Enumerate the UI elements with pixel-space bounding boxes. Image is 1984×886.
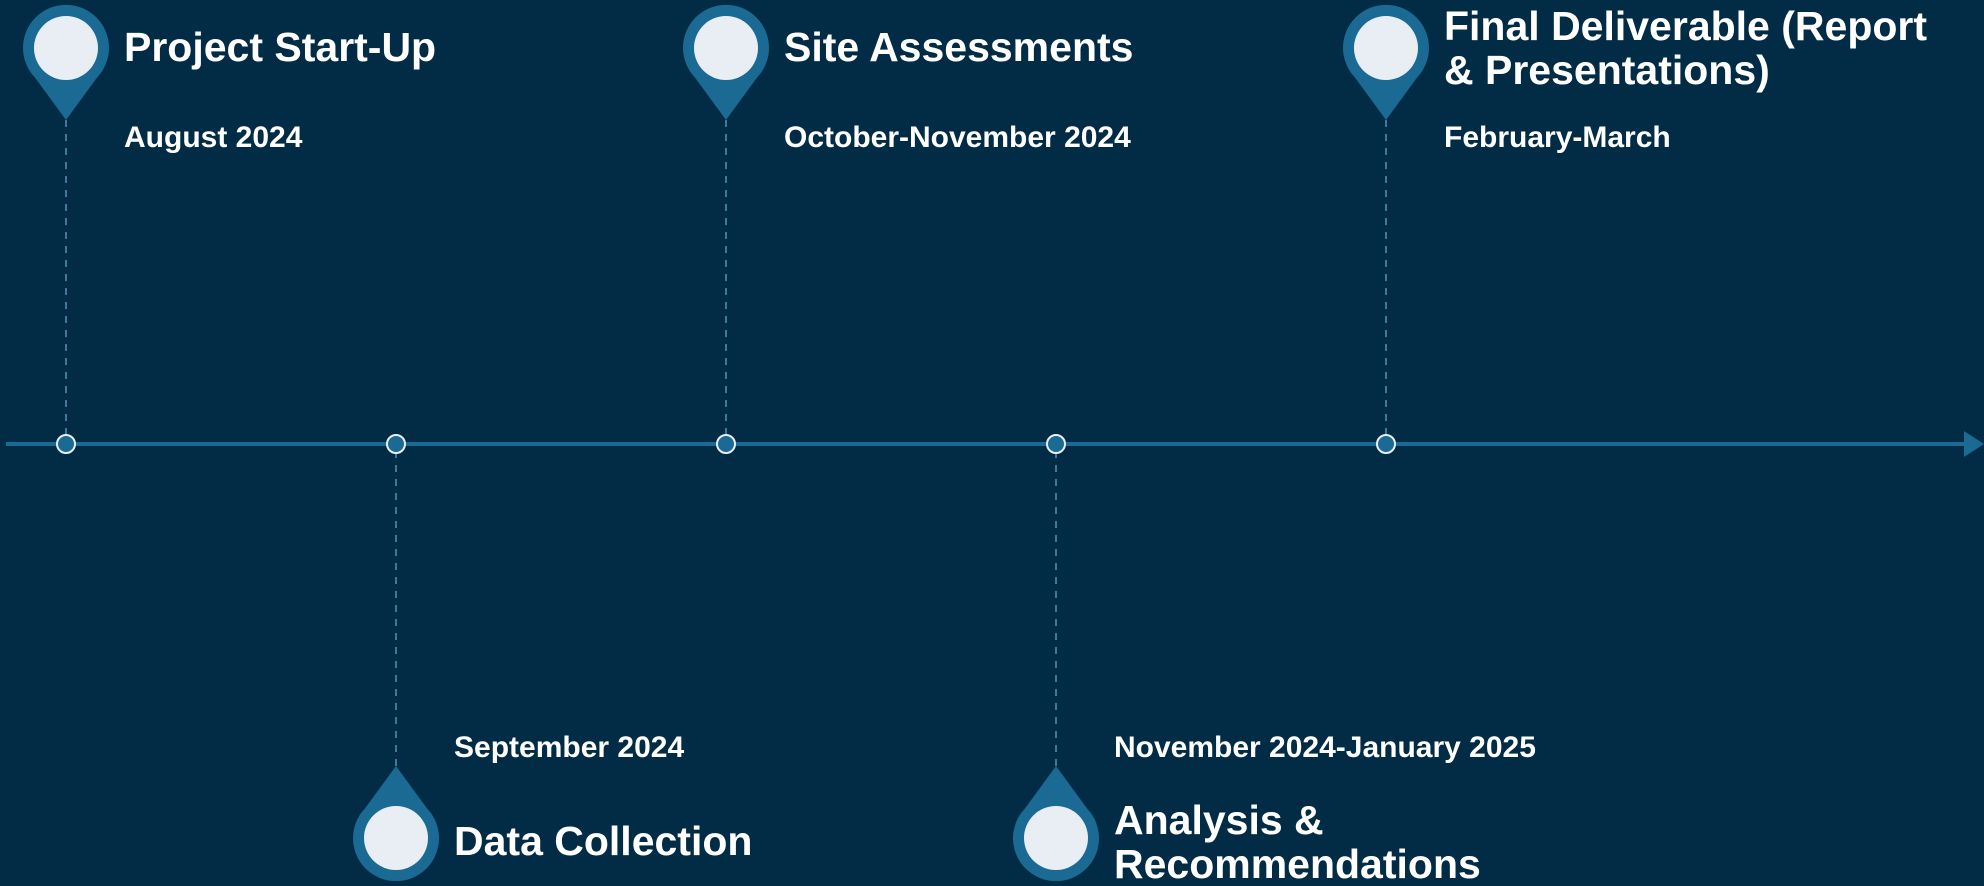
milestone-date-4: November 2024-January 2025	[1114, 731, 1536, 764]
milestone-date-1: August 2024	[124, 121, 303, 154]
milestone-title-line: & Presentations)	[1444, 47, 1770, 93]
timeline-dot-5	[1376, 434, 1396, 454]
milestone-title-2: Data Collection	[454, 819, 752, 863]
timeline-dot-2	[386, 434, 406, 454]
milestone-title-5: Final Deliverable (Report& Presentations…	[1444, 4, 1927, 92]
pin-face-4	[1024, 806, 1088, 870]
pin-face-2	[364, 806, 428, 870]
pin-face-1	[34, 16, 98, 80]
timeline-dot-1	[56, 434, 76, 454]
milestone-date-3: October-November 2024	[784, 121, 1131, 154]
pin-face-5	[1354, 16, 1418, 80]
milestone-title-line: Analysis &	[1114, 797, 1324, 843]
milestone-title-3: Site Assessments	[784, 25, 1133, 69]
milestone-title-line: Site Assessments	[784, 24, 1134, 70]
milestone-date-2: September 2024	[454, 731, 685, 764]
milestone-date-5: February-March	[1444, 121, 1671, 154]
milestone-title-4: Analysis &Recommendations	[1114, 798, 1481, 886]
milestone-title-line: Recommendations	[1114, 841, 1481, 886]
milestone-title-1: Project Start-Up	[124, 25, 436, 69]
timeline-dot-3	[716, 434, 736, 454]
timeline-dot-4	[1046, 434, 1066, 454]
milestone-title-line: Project Start-Up	[124, 24, 437, 70]
milestone-title-line: Final Deliverable (Report	[1444, 3, 1928, 49]
pin-face-3	[694, 16, 758, 80]
timeline-arrow-icon	[1964, 431, 1984, 457]
milestone-title-line: Data Collection	[454, 818, 753, 864]
